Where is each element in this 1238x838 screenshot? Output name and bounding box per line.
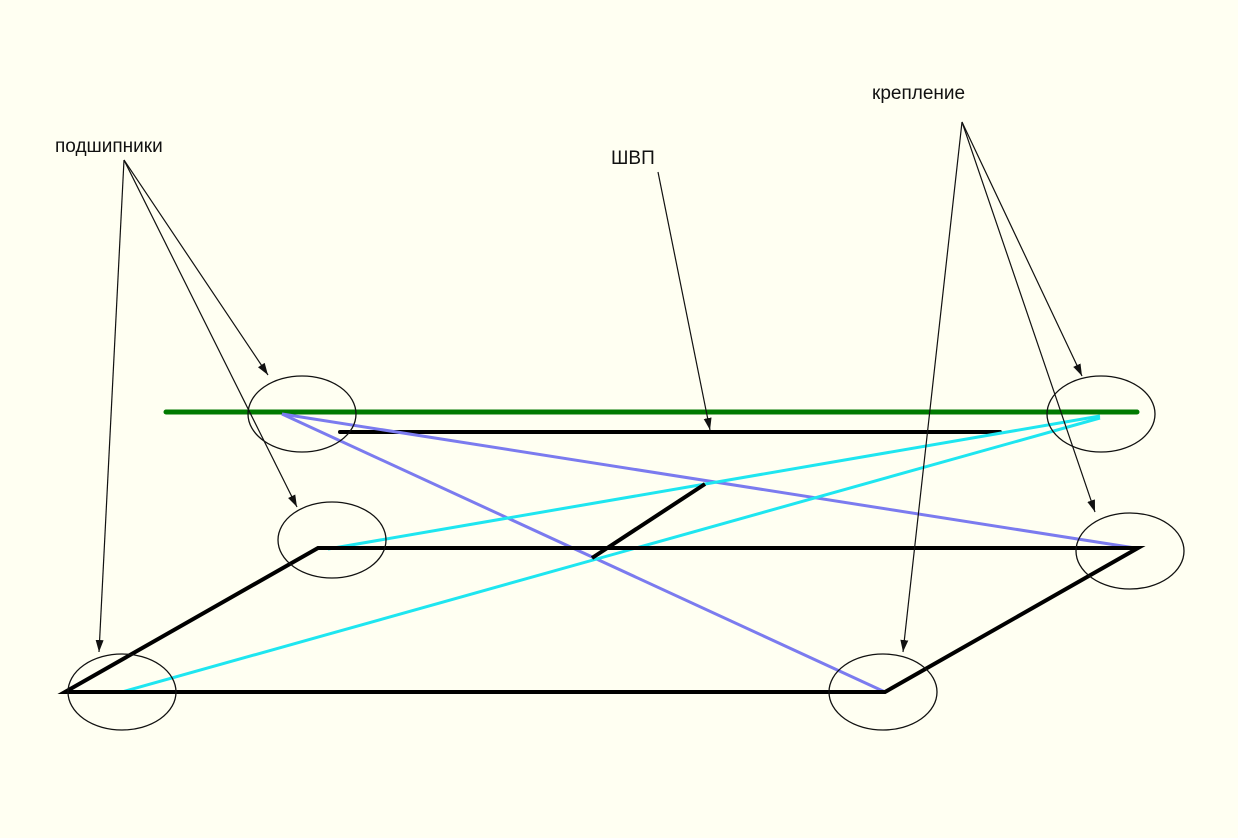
nut-link	[590, 482, 707, 560]
arrow-mount-bottom	[900, 121, 963, 653]
cyan-diagonal-1	[327, 414, 1101, 551]
mount-ellipse-middle	[1075, 512, 1185, 590]
leader-arrows	[95, 121, 1096, 653]
arrow-bearing-middle	[123, 159, 298, 508]
arrow-bearing-bottom	[95, 159, 125, 653]
blue-diagonal-1	[281, 412, 1136, 550]
label-bearings: подшипники	[55, 136, 163, 157]
mount-ellipse-bottom	[828, 653, 938, 731]
label-mounting: крепление	[872, 83, 966, 104]
label-ball-screw: ШВП	[611, 148, 655, 169]
arrow-mount-top	[961, 121, 1083, 377]
bearing-ellipse-bottom	[67, 653, 177, 731]
arrow-bearing-top	[123, 159, 269, 376]
blue-diagonal-2	[281, 412, 886, 694]
cyan-diagonal-2	[121, 416, 1101, 694]
arrow-mount-middle	[961, 121, 1096, 513]
bearing-ellipse-middle	[277, 501, 387, 579]
base-frame	[57, 546, 1146, 694]
mount-ellipse-top	[1046, 375, 1156, 453]
arrow-ball-screw	[657, 171, 712, 431]
bearing-ellipse-top	[247, 375, 357, 453]
